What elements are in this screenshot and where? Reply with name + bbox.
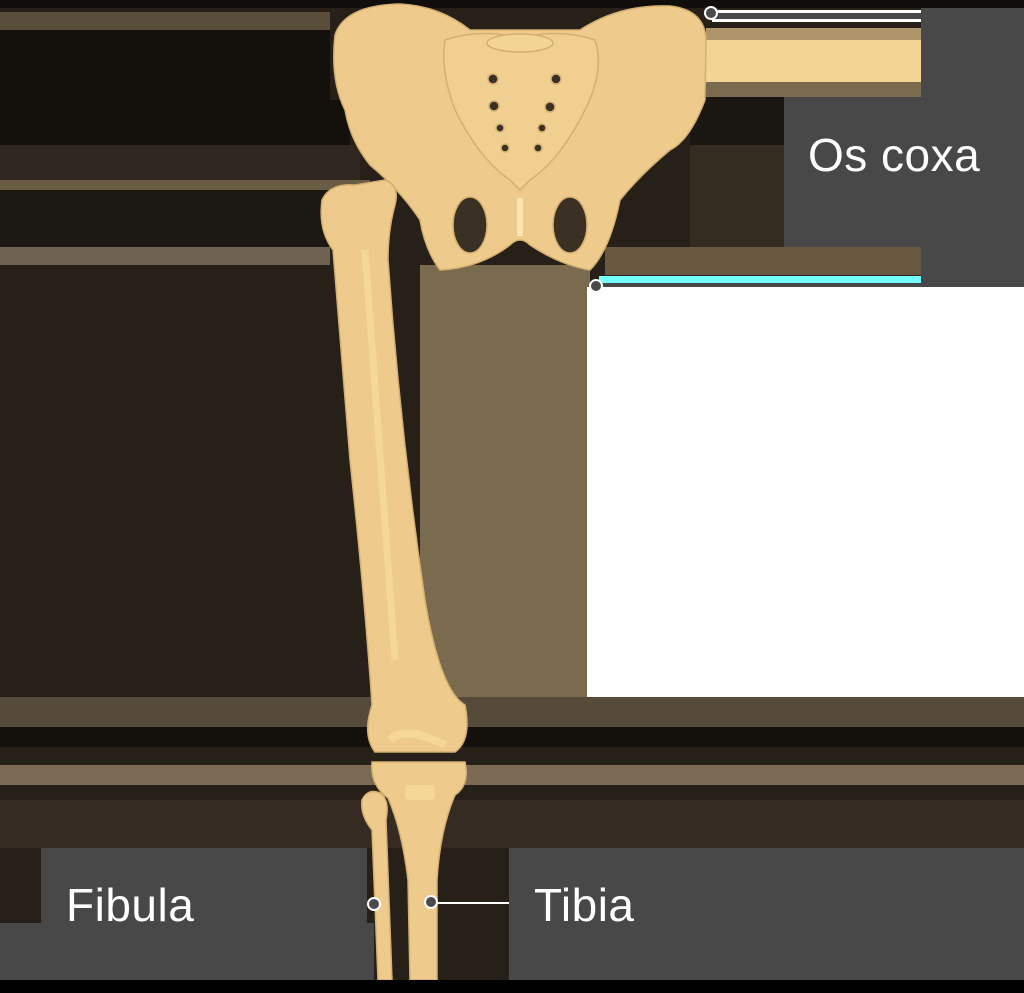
leader-pin-tibia — [424, 895, 438, 909]
top-right-band — [690, 97, 784, 145]
femur — [320, 179, 468, 753]
pubic-symphysis — [517, 198, 523, 236]
background-band — [0, 247, 330, 265]
top-right-band — [605, 247, 921, 275]
white-panel — [587, 287, 1024, 697]
label-fibula-box-lower[interactable] — [0, 923, 374, 980]
label-os-coxa[interactable] — [784, 97, 921, 247]
leader-line-tibia — [438, 902, 509, 904]
background-band — [0, 190, 330, 250]
sacrum — [443, 32, 600, 192]
label-tibia-text: Tibia — [534, 879, 635, 931]
top-right-band — [706, 82, 921, 97]
background-band — [0, 100, 350, 145]
leader-line-os-coxa-bottom-highlight — [599, 276, 921, 283]
leader-pin-fibula — [367, 897, 381, 911]
background-band — [0, 697, 1024, 727]
label-column-right — [921, 8, 1024, 287]
background-band — [0, 0, 1024, 8]
background-band — [0, 12, 330, 30]
background-band — [0, 765, 1024, 785]
top-right-band — [706, 40, 921, 82]
bottom-bar — [0, 980, 1024, 993]
label-os-coxa-text: Os coxa — [808, 129, 981, 181]
top-right-band — [706, 28, 921, 40]
fibula — [360, 790, 393, 981]
femur-shadow-area — [420, 265, 590, 697]
label-fibula-text: Fibula — [66, 879, 195, 931]
background-band — [0, 265, 340, 705]
background-band — [0, 145, 360, 180]
leader-line-os-coxa-top — [712, 10, 921, 22]
leader-pin-os-coxa-bottom — [589, 279, 603, 293]
label-fibula-box-upper[interactable] — [41, 848, 367, 923]
label-tibia[interactable] — [509, 848, 1024, 980]
leader-line-os-coxa-bottom — [599, 283, 1024, 287]
background-band — [0, 727, 1024, 747]
top-right-band — [690, 145, 784, 247]
background-band — [0, 180, 370, 190]
leader-pin-os-coxa-top — [704, 6, 718, 20]
background-band — [0, 800, 1024, 848]
background-band — [0, 30, 330, 100]
